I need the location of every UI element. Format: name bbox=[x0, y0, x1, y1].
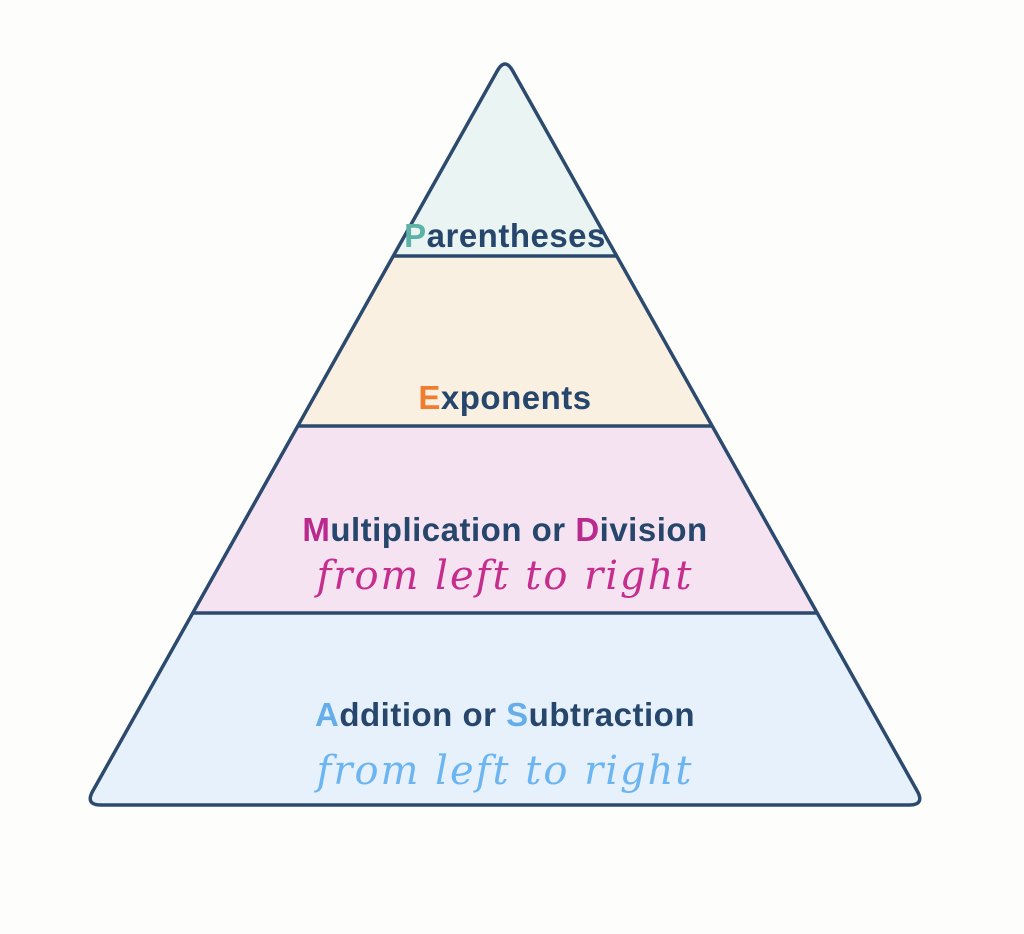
multiplication-initial-letter: M bbox=[302, 511, 330, 548]
subtraction-label-part: ubtraction bbox=[529, 696, 695, 733]
addition-initial-letter: A bbox=[315, 696, 339, 733]
tier-addition-subtraction-band bbox=[90, 613, 920, 805]
exponents-initial-letter: E bbox=[418, 379, 441, 416]
pyramid-outline bbox=[88, 62, 922, 807]
tier-addition-subtraction-label: Addition or Subtraction bbox=[315, 696, 695, 733]
multiplication-division-note: from left to right bbox=[314, 553, 694, 599]
addition-subtraction-note: from left to right bbox=[314, 748, 694, 794]
tier-exponents-label: Exponents bbox=[418, 379, 591, 416]
tier-multiplication-division-label: Multiplication or Division bbox=[302, 511, 707, 548]
division-initial-letter: D bbox=[575, 511, 599, 548]
tier-parentheses-label: Parentheses bbox=[404, 217, 606, 254]
parentheses-initial-letter: P bbox=[404, 217, 427, 254]
subtraction-initial-letter: S bbox=[506, 696, 529, 733]
exponents-label-rest: xponents bbox=[441, 379, 592, 416]
parentheses-label-rest: arentheses bbox=[427, 217, 606, 254]
division-label-part: ivision bbox=[600, 511, 708, 548]
addition-label-part: ddition or bbox=[339, 696, 506, 733]
multiplication-label-part: ultiplication or bbox=[330, 511, 575, 548]
